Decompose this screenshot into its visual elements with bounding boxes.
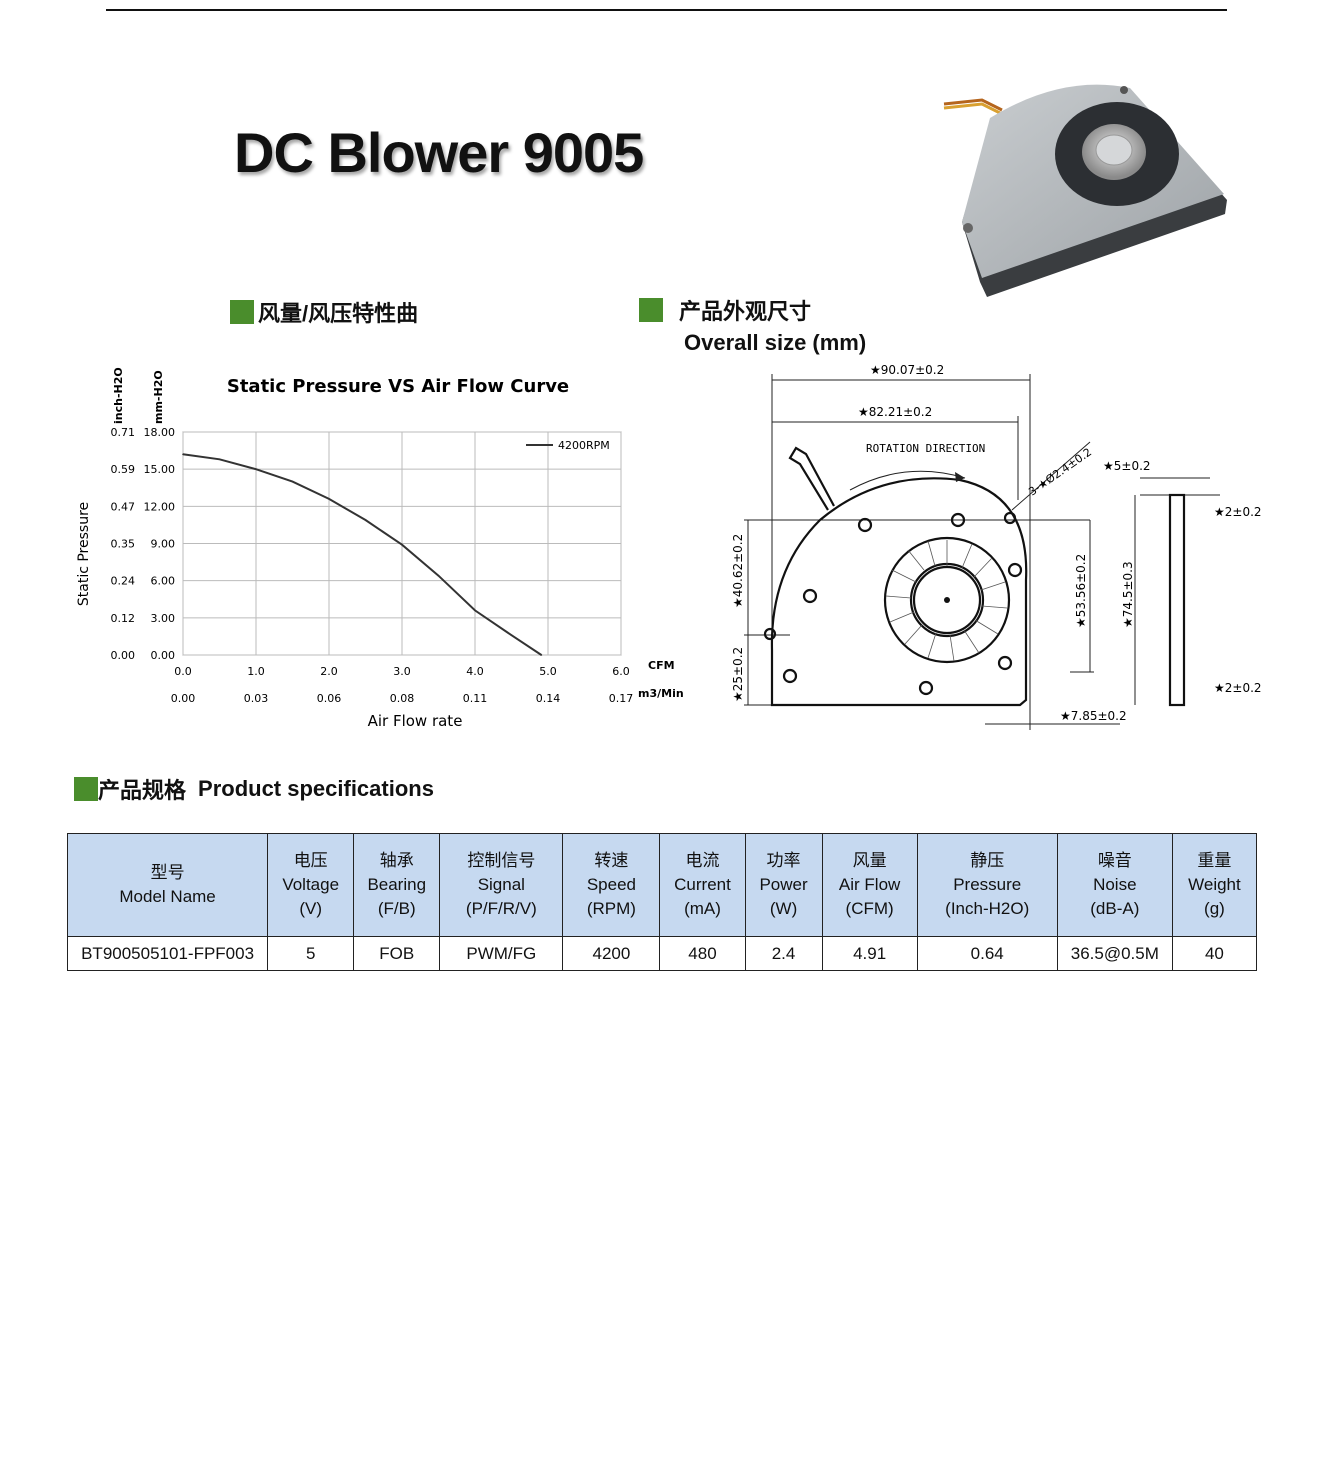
x-tick-label: 2.0 — [320, 665, 338, 678]
x-tick-label: 0.0 — [174, 665, 192, 678]
cell-noise: 36.5@0.5M — [1056, 936, 1173, 971]
y-tick-label: 3.00 — [151, 612, 176, 625]
legend-label: 4200RPM — [558, 439, 610, 452]
data-point — [474, 609, 476, 612]
y-tick-label-secondary: 0.35 — [111, 538, 136, 551]
y-tick-label-secondary: 0.47 — [111, 500, 136, 513]
cell-speed: 4200 — [562, 936, 661, 971]
cell-power: 2.4 — [744, 936, 823, 971]
y-tick-label-secondary: 0.12 — [111, 612, 136, 625]
x-tick-label-secondary: 0.14 — [536, 692, 561, 705]
x-tick-label-secondary: 0.03 — [244, 692, 269, 705]
dim-height-mid: ★53.56±0.2 — [1074, 554, 1088, 628]
y-tick-label: 12.00 — [144, 500, 176, 513]
y-tick-label: 18.00 — [144, 426, 176, 439]
cell-airflow: 4.91 — [821, 936, 918, 971]
x-tick-label: 4.0 — [466, 665, 484, 678]
x-tick-label-secondary: 0.00 — [171, 692, 196, 705]
x-tick-label: 6.0 — [612, 665, 630, 678]
x-tick-label-secondary: 0.06 — [317, 692, 342, 705]
top-rule — [106, 9, 1227, 11]
rotation-label: ROTATION DIRECTION — [866, 442, 985, 455]
table-row: BT900505101-FPF003 5 FOB PWM/FG 4200 480… — [66, 936, 1258, 971]
product-photo — [943, 84, 1227, 297]
x-tick-label-secondary: 0.08 — [390, 692, 415, 705]
dim-height-upper: ★40.62±0.2 — [731, 534, 745, 608]
y-tick-label-secondary: 0.00 — [111, 649, 136, 662]
dim-width-inner: ★82.21±0.2 — [858, 405, 932, 419]
y-unit-secondary: inch-H2O — [112, 367, 125, 424]
x-unit-secondary: m3/Min — [638, 687, 684, 700]
y-tick-label: 0.00 — [151, 649, 176, 662]
x-tick-label-secondary: 0.11 — [463, 692, 488, 705]
curve-section-heading: 风量/风压特性曲 — [230, 296, 418, 328]
x-tick-label: 1.0 — [247, 665, 265, 678]
data-point — [291, 480, 294, 483]
page-title: DC Blower 9005 — [234, 121, 644, 184]
data-point — [328, 498, 330, 500]
dim-height-total: ★74.5±0.3 — [1121, 561, 1135, 628]
dimension-drawing: ★90.07±0.2 ★82.21±0.2 ROTATION DIRECTION… — [731, 363, 1262, 730]
x-tick-label: 3.0 — [393, 665, 411, 678]
x-unit-primary: CFM — [648, 659, 675, 672]
y-tick-label-secondary: 0.59 — [111, 463, 136, 476]
data-point — [437, 574, 440, 577]
data-point — [255, 468, 257, 470]
data-point — [401, 543, 403, 546]
green-marker — [230, 300, 254, 324]
green-marker — [639, 298, 663, 322]
cell-current: 480 — [659, 936, 746, 971]
y-tick-label-secondary: 0.24 — [111, 575, 136, 588]
x-axis-label: Air Flow rate — [368, 712, 463, 730]
dim-flange-bottom: ★2±0.2 — [1214, 681, 1262, 695]
cell-bearing: FOB — [353, 936, 441, 971]
data-point — [182, 453, 184, 456]
y-tick-label: 9.00 — [151, 538, 176, 551]
y-tick-label: 15.00 — [144, 463, 176, 476]
dim-width-total: ★90.07±0.2 — [870, 363, 944, 377]
cell-pressure: 0.64 — [916, 936, 1058, 971]
data-point — [364, 519, 367, 521]
dim-offset: ★7.85±0.2 — [1060, 709, 1127, 723]
dim-depth: ★5±0.2 — [1103, 459, 1151, 473]
size-section-subheading: Overall size (mm) — [684, 330, 867, 355]
data-point — [540, 654, 543, 656]
dim-height-lower: ★25±0.2 — [731, 647, 745, 702]
data-point — [510, 634, 513, 636]
specs-section-heading: 产品规格 Product specifications — [74, 773, 434, 805]
size-section-heading: 产品外观尺寸 — [639, 294, 811, 326]
y-axis-label: Static Pressure — [76, 502, 92, 606]
chart-title: Static Pressure VS Air Flow Curve — [227, 376, 569, 397]
green-marker — [74, 777, 98, 801]
cell-signal: PWM/FG — [439, 936, 564, 971]
x-tick-label-secondary: 0.17 — [609, 692, 634, 705]
cell-weight: 40 — [1171, 936, 1258, 971]
y-tick-label: 6.00 — [151, 575, 176, 588]
y-tick-label-secondary: 0.71 — [111, 426, 136, 439]
hole-label: 3-★Ø2.4±0.2 — [1026, 446, 1094, 499]
data-point — [218, 458, 221, 461]
y-unit-primary: mm-H2O — [152, 370, 165, 424]
pressure-flow-chart: Static Pressure VS Air Flow Curve inch-H… — [76, 367, 684, 730]
dim-flange-top: ★2±0.2 — [1214, 505, 1262, 519]
series-line — [182, 453, 542, 656]
cell-model: BT900505101-FPF003 — [66, 936, 269, 971]
cell-voltage: 5 — [267, 936, 355, 971]
x-tick-label: 5.0 — [539, 665, 557, 678]
